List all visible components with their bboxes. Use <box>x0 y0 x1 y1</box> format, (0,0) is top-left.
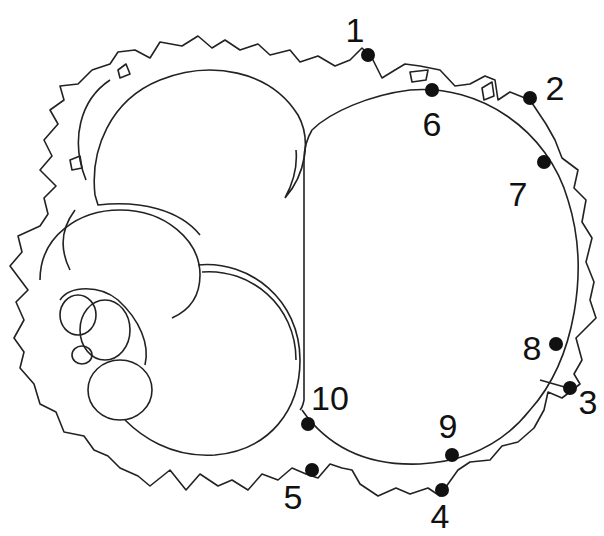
point-dot <box>361 48 375 62</box>
shell-hole <box>70 156 82 170</box>
callout-number: 2 <box>546 71 565 105</box>
shell-hole <box>410 70 428 82</box>
chamber-middle-wall <box>202 272 296 360</box>
callout-number: 5 <box>284 480 303 514</box>
shell-hole <box>482 82 494 100</box>
point-dot <box>445 448 459 462</box>
callout-number: 3 <box>579 385 598 419</box>
point-dot <box>549 337 563 351</box>
callout-number: 8 <box>523 331 542 365</box>
chamber-last-inner <box>300 130 312 410</box>
shell-outline <box>10 36 596 496</box>
callout-number: 4 <box>431 499 450 533</box>
callout-number: 10 <box>311 381 349 415</box>
callout-number: 7 <box>509 177 528 211</box>
shell-wall <box>63 80 110 270</box>
chamber-small <box>72 346 92 364</box>
point-dot <box>563 381 577 395</box>
chamber-middle <box>125 265 300 456</box>
point-dot <box>435 483 449 497</box>
callout-number: 6 <box>423 107 442 141</box>
chamber-upper-wall <box>95 195 200 235</box>
callout-number: 1 <box>346 13 365 47</box>
chamber-small <box>80 300 130 360</box>
chamber-small <box>88 360 152 420</box>
point-dot <box>301 417 315 431</box>
point-dot <box>523 91 537 105</box>
shell-hole <box>118 64 130 78</box>
point-dot <box>305 463 319 477</box>
chamber-small <box>60 289 146 365</box>
chamber-upper <box>94 70 305 198</box>
point-dot <box>425 83 439 97</box>
chamber-small <box>60 295 96 335</box>
chamber-last <box>302 89 578 464</box>
callout-number: 9 <box>439 409 458 443</box>
point-dot <box>537 155 551 169</box>
